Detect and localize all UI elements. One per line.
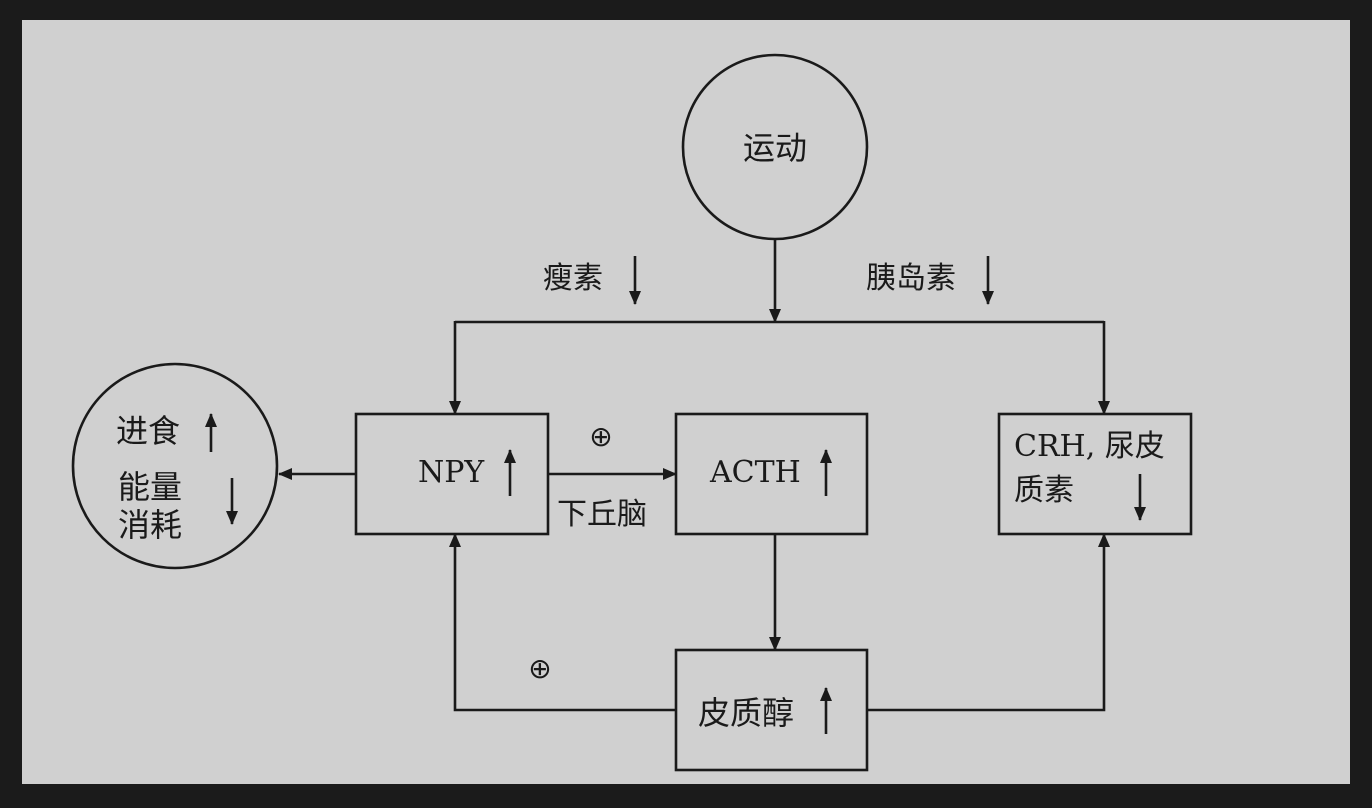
crh-label-line1: CRH, 尿皮: [1014, 429, 1165, 464]
outcome-node: 进食 能量 消耗: [71, 362, 279, 570]
exercise-label: 运动: [743, 129, 807, 167]
expenditure-label: 消耗: [118, 506, 182, 544]
insulin-label: 胰岛素: [866, 261, 956, 296]
food-intake-label: 进食: [116, 412, 180, 450]
cortisol-npy-plus-icon: ⊕: [528, 652, 551, 685]
cortisol-label: 皮质醇: [698, 694, 794, 732]
cortisol-to-crh-arrow: [867, 533, 1110, 712]
npy-label: NPY: [418, 455, 485, 490]
crh-node: CRH, 尿皮 质素: [997, 412, 1193, 536]
acth-node: ACTH: [674, 412, 869, 536]
leptin-label: 瘦素: [543, 261, 603, 296]
hypothalamus-label: 下丘脑: [557, 497, 647, 532]
cortisol-to-npy-arrow: [449, 533, 676, 712]
acth-label: ACTH: [709, 455, 801, 490]
crh-label-line2: 质素: [1014, 473, 1074, 508]
energy-label: 能量: [118, 468, 182, 506]
npy-acth-plus-icon: ⊕: [589, 420, 612, 453]
diagram-background: [22, 20, 1350, 784]
